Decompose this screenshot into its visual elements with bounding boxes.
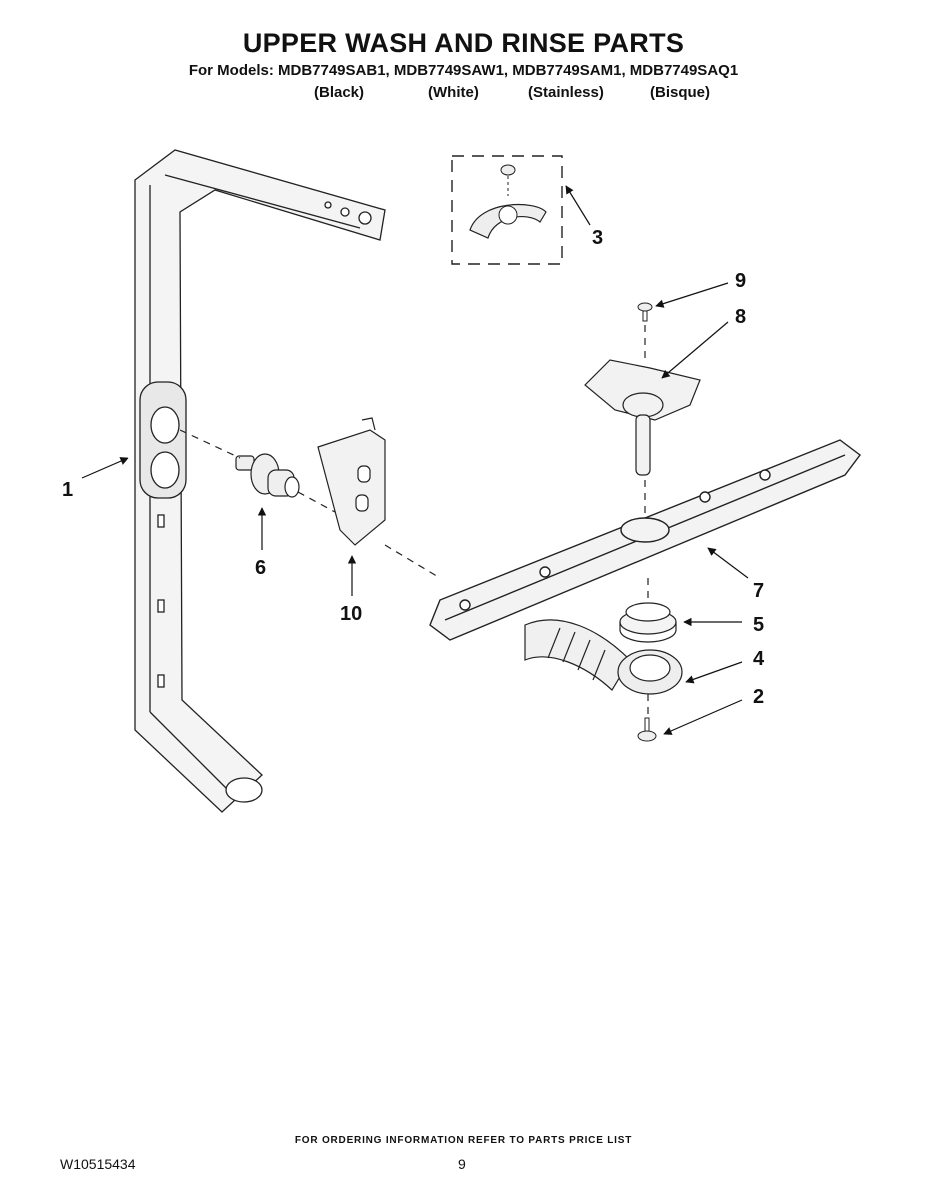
callout-8: 8: [735, 306, 746, 328]
callout-1: 1: [62, 479, 73, 501]
callout-10: 10: [340, 603, 362, 625]
callout-2: 2: [753, 686, 764, 708]
supply-tube-part: [134, 149, 386, 813]
bottom-screw-part: [637, 717, 657, 742]
manifold-part: [584, 359, 701, 476]
callout-arrows: [81, 185, 749, 735]
screw-part: [637, 302, 653, 322]
callout-5: 5: [753, 614, 764, 636]
bracket-part: [317, 417, 386, 546]
callout-labels: 1 2 3 4 5 6 7 8 9 10: [62, 227, 765, 708]
ordering-note: FOR ORDERING INFORMATION REFER TO PARTS …: [294, 1135, 633, 1146]
callout-7: 7: [753, 580, 764, 602]
finish-label-bisque: (Bisque): [650, 84, 710, 101]
seal-ring-part: [619, 602, 677, 643]
finish-label-white: (White): [428, 84, 479, 101]
hub-part: [617, 649, 683, 695]
finish-label-stainless: (Stainless): [528, 84, 604, 101]
assembly-lines: [179, 325, 649, 714]
callout-3: 3: [592, 227, 603, 249]
diverter-inset: [451, 155, 563, 265]
callout-6: 6: [255, 557, 266, 579]
spray-arm-part: [429, 439, 861, 641]
page-title: UPPER WASH AND RINSE PARTS: [242, 28, 685, 58]
callout-4: 4: [753, 648, 765, 670]
document-number: W10515434: [60, 1156, 136, 1172]
finish-label-black: (Black): [314, 84, 365, 101]
bearing-part: [235, 453, 300, 498]
feed-tube-part: [524, 619, 631, 691]
model-list: For Models: MDB7749SAB1, MDB7749SAW1, MD…: [188, 62, 739, 79]
callout-9: 9: [735, 270, 746, 292]
page-number: 9: [458, 1156, 466, 1172]
